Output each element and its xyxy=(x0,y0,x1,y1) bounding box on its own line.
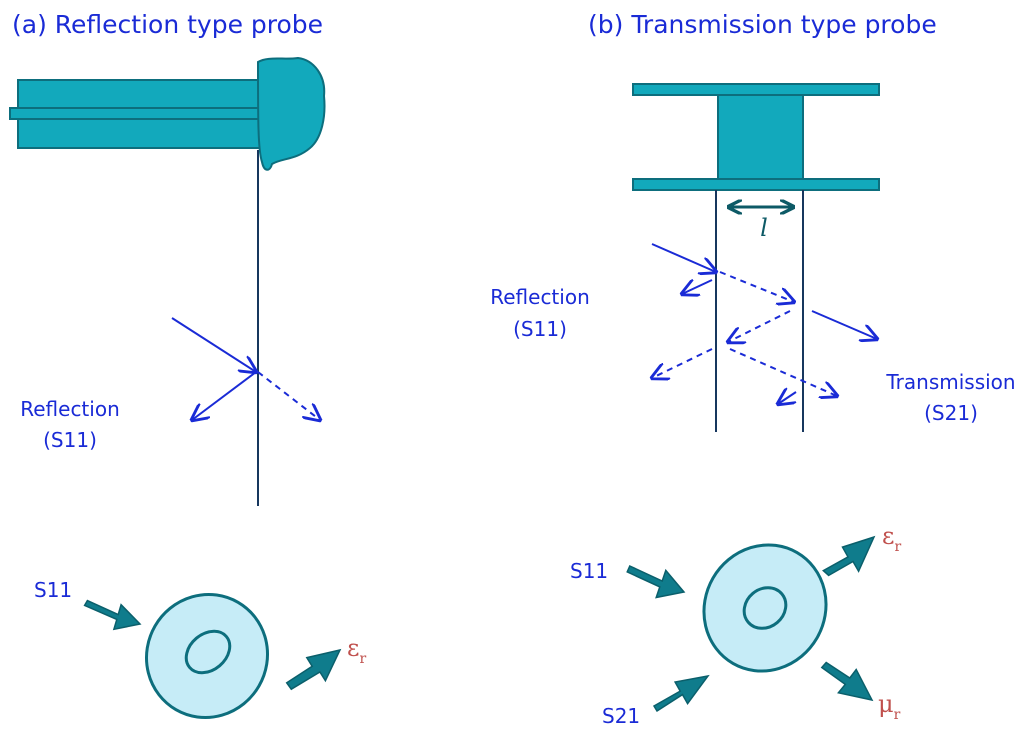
epsilon-output-arrow-b xyxy=(822,535,876,577)
epsilon-output-arrow xyxy=(285,648,342,691)
reflection-s11-label-b: (S11) xyxy=(513,317,567,341)
transmitted-ray xyxy=(257,371,320,420)
panel-b: (b) Transmission type probe l Reflection… xyxy=(490,10,1015,728)
incident-ray xyxy=(171,317,256,372)
transmission-probe xyxy=(632,83,880,191)
s21-input-label: S21 xyxy=(602,704,640,728)
epsilon-symbol: εr xyxy=(347,634,366,667)
incident-ray-b xyxy=(651,243,716,272)
s11-input-arrow-b xyxy=(626,564,686,599)
reflected-ray-b1 xyxy=(682,280,713,294)
s11-input-label: S11 xyxy=(34,578,72,602)
s11-input-label-b: S11 xyxy=(570,559,608,583)
transmission-s21-label: (S21) xyxy=(924,401,978,425)
epsilon-symbol-b: εr xyxy=(882,522,901,555)
mu-symbol: μr xyxy=(878,690,901,723)
return-ray xyxy=(778,392,797,404)
reflection-probe xyxy=(9,56,326,171)
transmission-label: Transmission xyxy=(885,370,1015,394)
reflected-ray-b2 xyxy=(652,348,713,378)
reflection-s11-label: (S11) xyxy=(43,428,97,452)
panel-b-title: (b) Transmission type probe xyxy=(588,10,937,39)
probe-tip xyxy=(256,56,326,171)
internal-ray-2 xyxy=(728,310,791,342)
s11-input-arrow xyxy=(83,599,142,631)
transmitted-ray-b1 xyxy=(811,310,877,339)
panel-a-title: (a) Reflection type probe xyxy=(12,10,323,39)
sample-ring-inner xyxy=(184,629,232,675)
internal-ray-3 xyxy=(729,348,837,396)
reflection-label: Reflection xyxy=(20,397,120,421)
internal-ray-1 xyxy=(719,271,794,302)
s21-input-arrow xyxy=(652,674,710,713)
panel-a: (a) Reflection type probe Reflection (S1… xyxy=(9,10,366,720)
thickness-label: l xyxy=(760,214,768,242)
mu-output-arrow xyxy=(820,661,874,702)
reflected-ray xyxy=(192,371,257,420)
reflection-label-b: Reflection xyxy=(490,285,590,309)
sample-ring-inner-b xyxy=(742,586,788,630)
